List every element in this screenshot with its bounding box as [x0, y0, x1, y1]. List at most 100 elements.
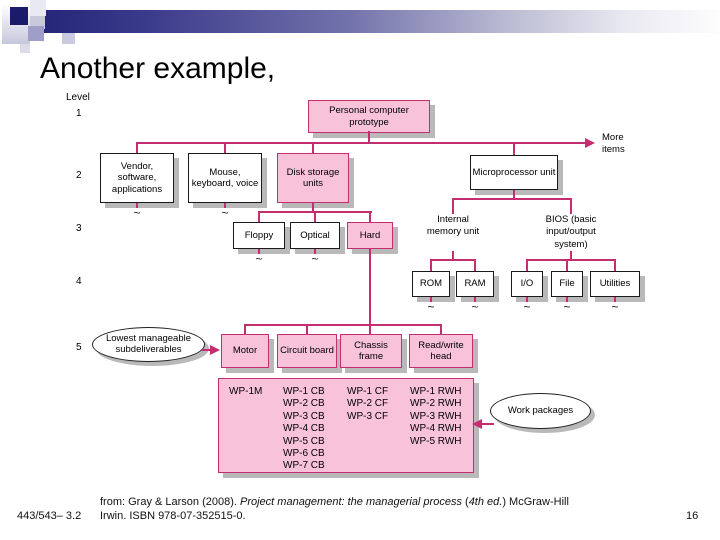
connector-line	[513, 190, 515, 200]
node-read-write-head: Read/write head	[409, 334, 473, 368]
continuation-tilde: ~	[255, 252, 263, 266]
header-gradient-bar	[44, 10, 720, 33]
wp-item: WP-1 RWH	[410, 386, 462, 397]
connector-line	[570, 251, 572, 261]
wp-item: WP-5 RWH	[410, 435, 462, 447]
connector-line	[474, 297, 476, 302]
level-number-2: 2	[76, 170, 82, 181]
level-number-1: 1	[76, 108, 82, 119]
continuation-tilde: ~	[471, 300, 479, 314]
continuation-tilde: ~	[563, 300, 571, 314]
connector-line	[614, 259, 616, 271]
connector-line	[368, 131, 370, 142]
connector-line	[314, 211, 316, 222]
continuation-tilde: ~	[311, 252, 319, 266]
connector-line	[224, 142, 226, 153]
page-number: 16	[686, 510, 699, 522]
connector-line	[474, 259, 476, 271]
decor-square	[30, 0, 46, 16]
node-motor: Motor	[221, 334, 269, 368]
connector-line	[440, 324, 442, 334]
connector-line	[452, 198, 572, 200]
node-rom: ROM	[412, 271, 450, 297]
node-microprocessor-unit: Microprocessor unit	[470, 155, 558, 190]
connector-line	[526, 259, 616, 261]
decor-square	[20, 44, 30, 53]
level-number-5: 5	[76, 342, 82, 353]
connector-line	[614, 297, 616, 302]
node-utilities: Utilities	[590, 271, 640, 297]
connector-line	[244, 324, 246, 334]
course-code: 443/543– 3.2	[17, 510, 82, 522]
wp-item: WP-1 CB	[283, 386, 325, 397]
connector-line	[452, 251, 454, 261]
connector-line	[369, 324, 371, 334]
continuation-tilde: ~	[427, 300, 435, 314]
citation-mid: (	[461, 496, 469, 508]
node-mouse-keyboard-voice: Mouse, keyboard, voice	[188, 153, 262, 203]
connector-line	[314, 249, 316, 254]
node-hard: Hard	[347, 222, 393, 249]
decor-square	[10, 7, 28, 25]
connector-line	[202, 349, 212, 351]
connector-line	[306, 324, 308, 334]
citation-line-1: from: Gray & Larson (2008). Project mana…	[100, 496, 569, 508]
wp-item: WP-1M	[229, 386, 263, 397]
wp-item: WP-5 CB	[283, 435, 325, 447]
node-io: I/O	[511, 271, 543, 297]
wp-column-read-write-head: WP-1 RWH WP-2 RWH WP-3 RWH WP-4 RWH WP-5…	[410, 386, 461, 448]
connector-line	[430, 297, 432, 302]
connector-line	[526, 259, 528, 271]
connector-line	[136, 142, 138, 153]
connector-line	[136, 203, 138, 208]
wp-item: WP-1 CF	[347, 386, 389, 397]
citation-edition: 4th ed.	[468, 496, 503, 508]
connector-line	[452, 198, 454, 214]
continuation-tilde: ~	[611, 300, 619, 314]
citation-book-title: Project management: the managerial proce…	[240, 496, 462, 508]
more-items-arrow-icon	[585, 138, 595, 148]
wp-item: WP-3 CF	[347, 410, 389, 422]
wp-item: WP-2 CF	[347, 398, 389, 410]
connector-line	[430, 259, 432, 271]
lowest-callout-arrow-icon	[210, 345, 220, 355]
wp-item: WP-3 CB	[283, 410, 325, 422]
decor-square	[62, 33, 75, 44]
connector-line	[258, 249, 260, 254]
node-chassis-frame: Chassis frame	[340, 334, 402, 368]
node-file: File	[551, 271, 583, 297]
wp-item: WP-7 CB	[283, 460, 325, 472]
node-optical: Optical	[290, 222, 340, 249]
level-column-header: Level	[66, 92, 90, 103]
work-packages-box: WP-1M WP-1 CB WP-2 CB WP-3 CB WP-4 CB WP…	[218, 378, 474, 473]
node-vendor-software-applications: Vendor, software, applications	[100, 153, 174, 203]
citation-suffix: ) McGraw-Hill	[502, 496, 569, 508]
wp-column-chassis-frame: WP-1 CF WP-2 CF WP-3 CF	[347, 386, 388, 423]
connector-line	[526, 297, 528, 302]
connector-line	[312, 142, 314, 153]
level-number-3: 3	[76, 223, 82, 234]
citation-prefix: from: Gray & Larson (2008).	[100, 496, 240, 508]
wp-column-motor: WP-1M	[229, 386, 262, 398]
connector-line	[369, 211, 371, 222]
level-number-4: 4	[76, 276, 82, 287]
connector-line	[369, 249, 371, 326]
continuation-tilde: ~	[523, 300, 531, 314]
wp-item: WP-2 CB	[283, 398, 325, 410]
decor-square	[30, 16, 45, 29]
connector-line	[244, 324, 442, 326]
label-bios: BIOS (basic input/output system)	[545, 214, 597, 250]
connector-line	[570, 198, 572, 214]
wp-item: WP-2 RWH	[410, 398, 462, 410]
wp-item: WP-6 CB	[283, 448, 325, 460]
wp-item: WP-4 CB	[283, 423, 325, 435]
more-items-label: More items	[602, 132, 625, 156]
connector-line	[482, 423, 494, 425]
connector-line	[312, 203, 314, 213]
connector-line	[566, 297, 568, 302]
connector-line	[430, 259, 476, 261]
continuation-tilde: ~	[133, 206, 141, 220]
label-internal-memory-unit: Internal memory unit	[426, 214, 480, 238]
slide-title: Another example,	[40, 52, 276, 85]
